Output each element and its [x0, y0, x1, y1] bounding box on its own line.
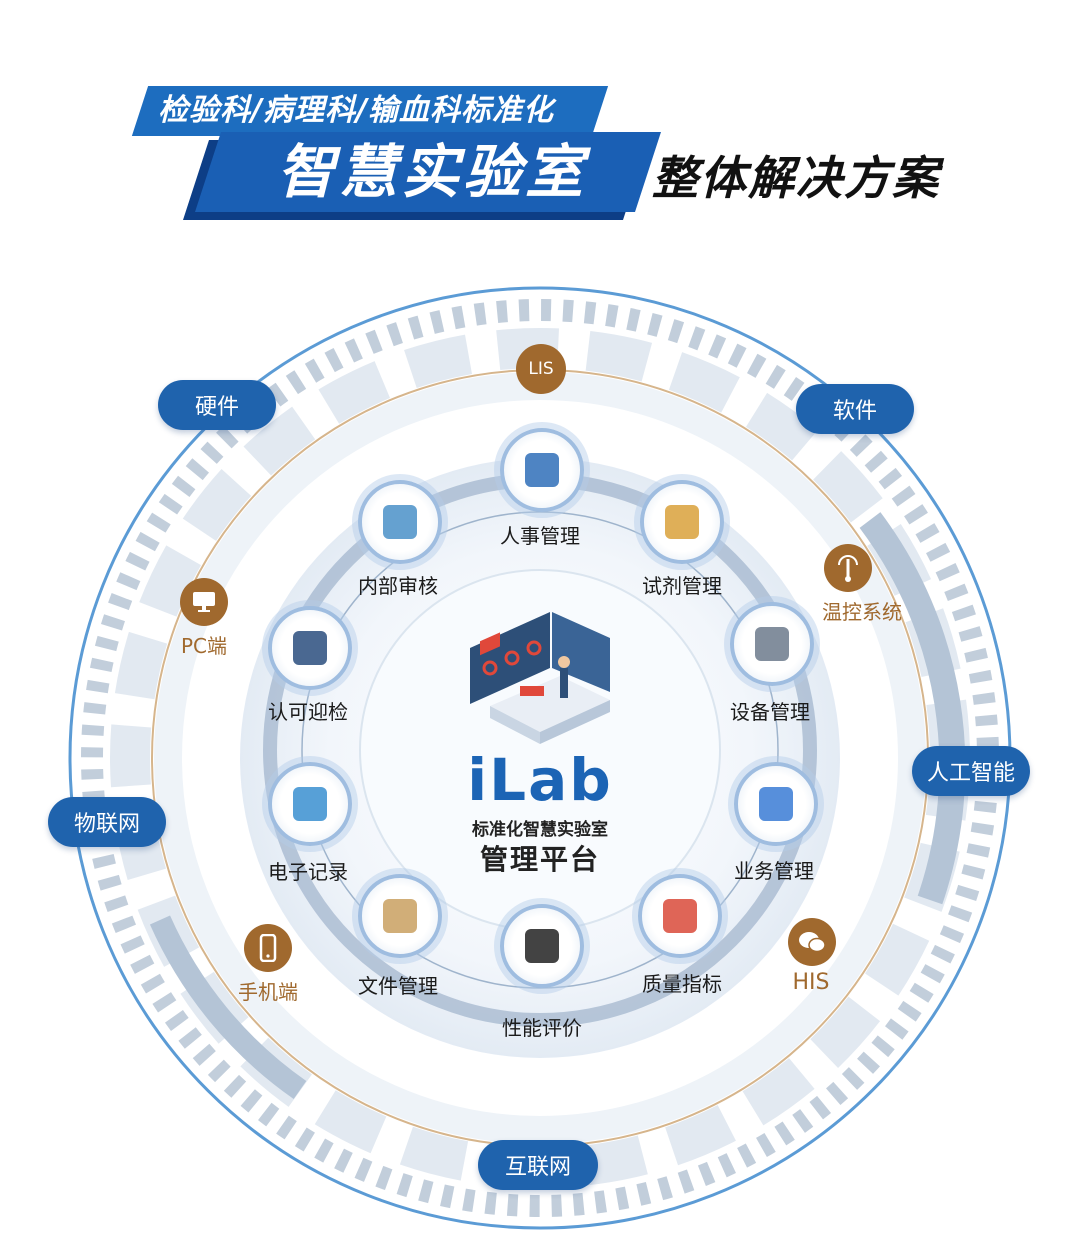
document-icon: [383, 899, 417, 933]
business-chart-icon: [759, 787, 793, 821]
module-label-7: 电子记录: [268, 860, 348, 884]
module-node-3[interactable]: [734, 762, 818, 846]
lis-node[interactable]: LIS: [516, 344, 566, 394]
pill-software[interactable]: 软件: [796, 384, 914, 434]
clipboard-record-icon: [293, 787, 327, 821]
module-label-6: 文件管理: [358, 974, 438, 998]
module-label-2: 设备管理: [730, 700, 810, 724]
pill-hardware[interactable]: 硬件: [158, 380, 276, 430]
pill-ai[interactable]: 人工智能: [912, 746, 1030, 796]
his-label: HIS: [792, 970, 830, 995]
lis-label: LIS: [528, 359, 554, 379]
module-node-2[interactable]: [730, 602, 814, 686]
hr-staff-icon: [525, 453, 559, 487]
platform-title: 管理平台: [479, 843, 600, 876]
temp-control-label: 温控系统: [822, 600, 902, 624]
module-label-0: 人事管理: [500, 524, 580, 548]
mobile-label: 手机端: [238, 980, 298, 1004]
pc-monitor-icon[interactable]: [180, 578, 228, 626]
module-label-3: 业务管理: [734, 859, 814, 883]
module-node-6[interactable]: [358, 874, 442, 958]
lab-illustration-icon: [470, 612, 610, 744]
microscope-icon: [755, 627, 789, 661]
page-title: 智慧实验室: [276, 138, 587, 206]
module-label-8: 认可迎检: [268, 700, 348, 724]
arc-right: [859, 512, 966, 905]
tagline: 检验科/病理科/输血科标准化: [158, 93, 554, 128]
pill-iot[interactable]: 物联网: [48, 797, 166, 847]
reagent-box-icon: [665, 505, 699, 539]
pc-label: PC端: [180, 634, 228, 658]
module-node-9[interactable]: [358, 480, 442, 564]
module-node-7[interactable]: [268, 762, 352, 846]
module-label-9: 内部审核: [358, 574, 438, 598]
module-node-4[interactable]: [638, 874, 722, 958]
arc-left: [149, 915, 307, 1100]
quality-gauge-icon: [663, 899, 697, 933]
platform-subtitle: 标准化智慧实验室: [472, 820, 608, 840]
chat-bubble-icon[interactable]: [788, 918, 836, 966]
inner-thin-ring: [301, 511, 779, 989]
module-label-1: 试剂管理: [642, 574, 722, 598]
audit-magnifier-icon: [383, 505, 417, 539]
ilab-logo: iLab: [467, 746, 613, 814]
module-label-5: 性能评价: [502, 1016, 582, 1040]
graduation-cap-icon: [525, 929, 559, 963]
pill-internet[interactable]: 互联网: [478, 1140, 598, 1190]
iso-certificate-icon: [293, 631, 327, 665]
thermometer-icon[interactable]: [824, 544, 872, 592]
module-node-1[interactable]: [640, 480, 724, 564]
header: 检验科/病理科/输血科标准化 智慧实验室 整体解决方案: [0, 0, 1080, 230]
module-node-5[interactable]: [500, 904, 584, 988]
module-node-8[interactable]: [268, 606, 352, 690]
module-node-0[interactable]: [500, 428, 584, 512]
module-label-4: 质量指标: [642, 972, 722, 996]
mobile-phone-icon[interactable]: [244, 924, 292, 972]
page-subtitle: 整体解决方案: [652, 151, 940, 205]
